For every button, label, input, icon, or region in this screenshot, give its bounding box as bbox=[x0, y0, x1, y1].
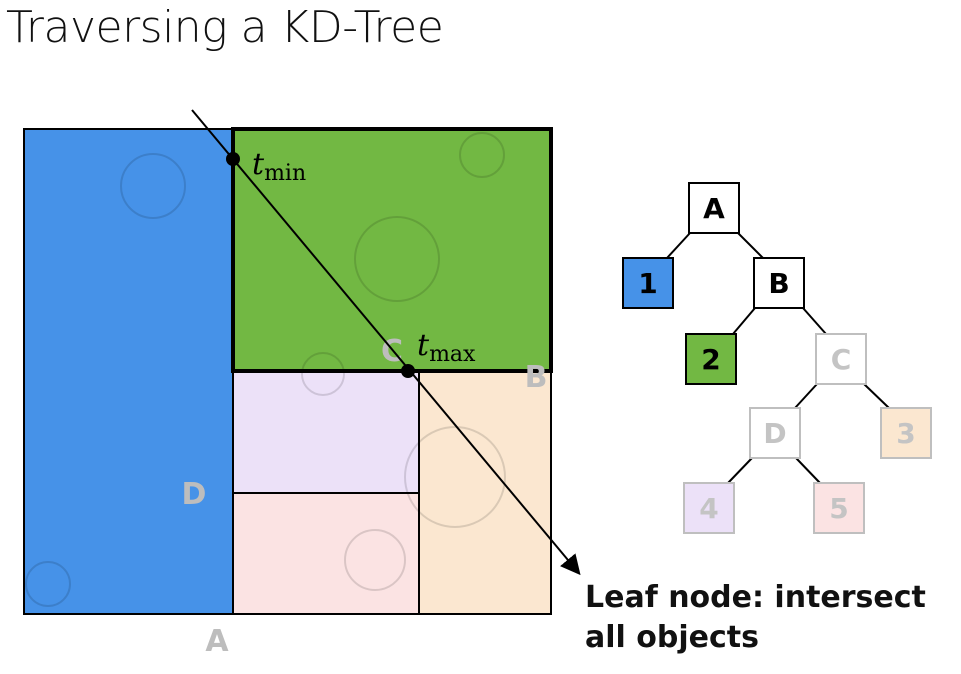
object-circle bbox=[344, 529, 406, 591]
svg-text:2: 2 bbox=[701, 343, 720, 376]
region-leaf-1 bbox=[24, 129, 233, 614]
tree-edge bbox=[732, 307, 756, 335]
tmax-label: tmax bbox=[417, 328, 476, 367]
svg-text:A: A bbox=[703, 192, 725, 225]
svg-text:3: 3 bbox=[896, 417, 915, 450]
svg-text:4: 4 bbox=[699, 492, 718, 525]
slide-title: Traversing a KD-Tree bbox=[6, 2, 444, 53]
svg-text:B: B bbox=[768, 267, 789, 300]
tmin-point bbox=[226, 152, 240, 166]
svg-text:C: C bbox=[831, 343, 852, 376]
tree-edge bbox=[666, 232, 691, 259]
tree-edge bbox=[802, 307, 827, 335]
tree-edge bbox=[795, 457, 821, 484]
region-leaf-5 bbox=[233, 493, 419, 614]
object-circle bbox=[459, 132, 505, 178]
tree-edge bbox=[794, 383, 818, 409]
region-leaf-2 bbox=[233, 129, 551, 371]
object-circle bbox=[404, 426, 506, 528]
ray bbox=[191, 109, 581, 576]
object-circle bbox=[301, 352, 345, 396]
tree-node-2: 2 bbox=[685, 333, 737, 385]
tmin-label: tmin bbox=[252, 147, 306, 186]
svg-text:1: 1 bbox=[638, 267, 657, 300]
tree-edge bbox=[727, 457, 753, 484]
tree-node-4: 4 bbox=[683, 482, 735, 534]
highlighted-leaf-border bbox=[231, 127, 553, 373]
tree-edge bbox=[737, 232, 764, 259]
tree-node-5: 5 bbox=[813, 482, 865, 534]
object-circle bbox=[25, 561, 71, 607]
tmax-point bbox=[401, 364, 415, 378]
tree-node-3: 3 bbox=[880, 407, 932, 459]
region-label-a: A bbox=[205, 624, 229, 659]
region-label-d: D bbox=[182, 477, 207, 512]
object-circle bbox=[354, 216, 440, 302]
leaf-node-caption: Leaf node: intersect all objects bbox=[585, 578, 926, 658]
region-leaf-3 bbox=[419, 371, 551, 614]
tree-node-a: A bbox=[688, 182, 740, 234]
tree-edge bbox=[863, 383, 890, 409]
caption-line-1: Leaf node: intersect bbox=[585, 580, 926, 615]
svg-text:D: D bbox=[763, 417, 786, 450]
tree-node-1: 1 bbox=[622, 257, 674, 309]
svg-text:5: 5 bbox=[829, 492, 848, 525]
tree-node-b: B bbox=[753, 257, 805, 309]
region-label-b: B bbox=[525, 360, 548, 395]
caption-line-2: all objects bbox=[585, 620, 759, 655]
object-circle bbox=[120, 153, 186, 219]
region-leaf-4 bbox=[233, 371, 419, 493]
tree-node-c: C bbox=[815, 333, 867, 385]
tree-node-d: D bbox=[749, 407, 801, 459]
